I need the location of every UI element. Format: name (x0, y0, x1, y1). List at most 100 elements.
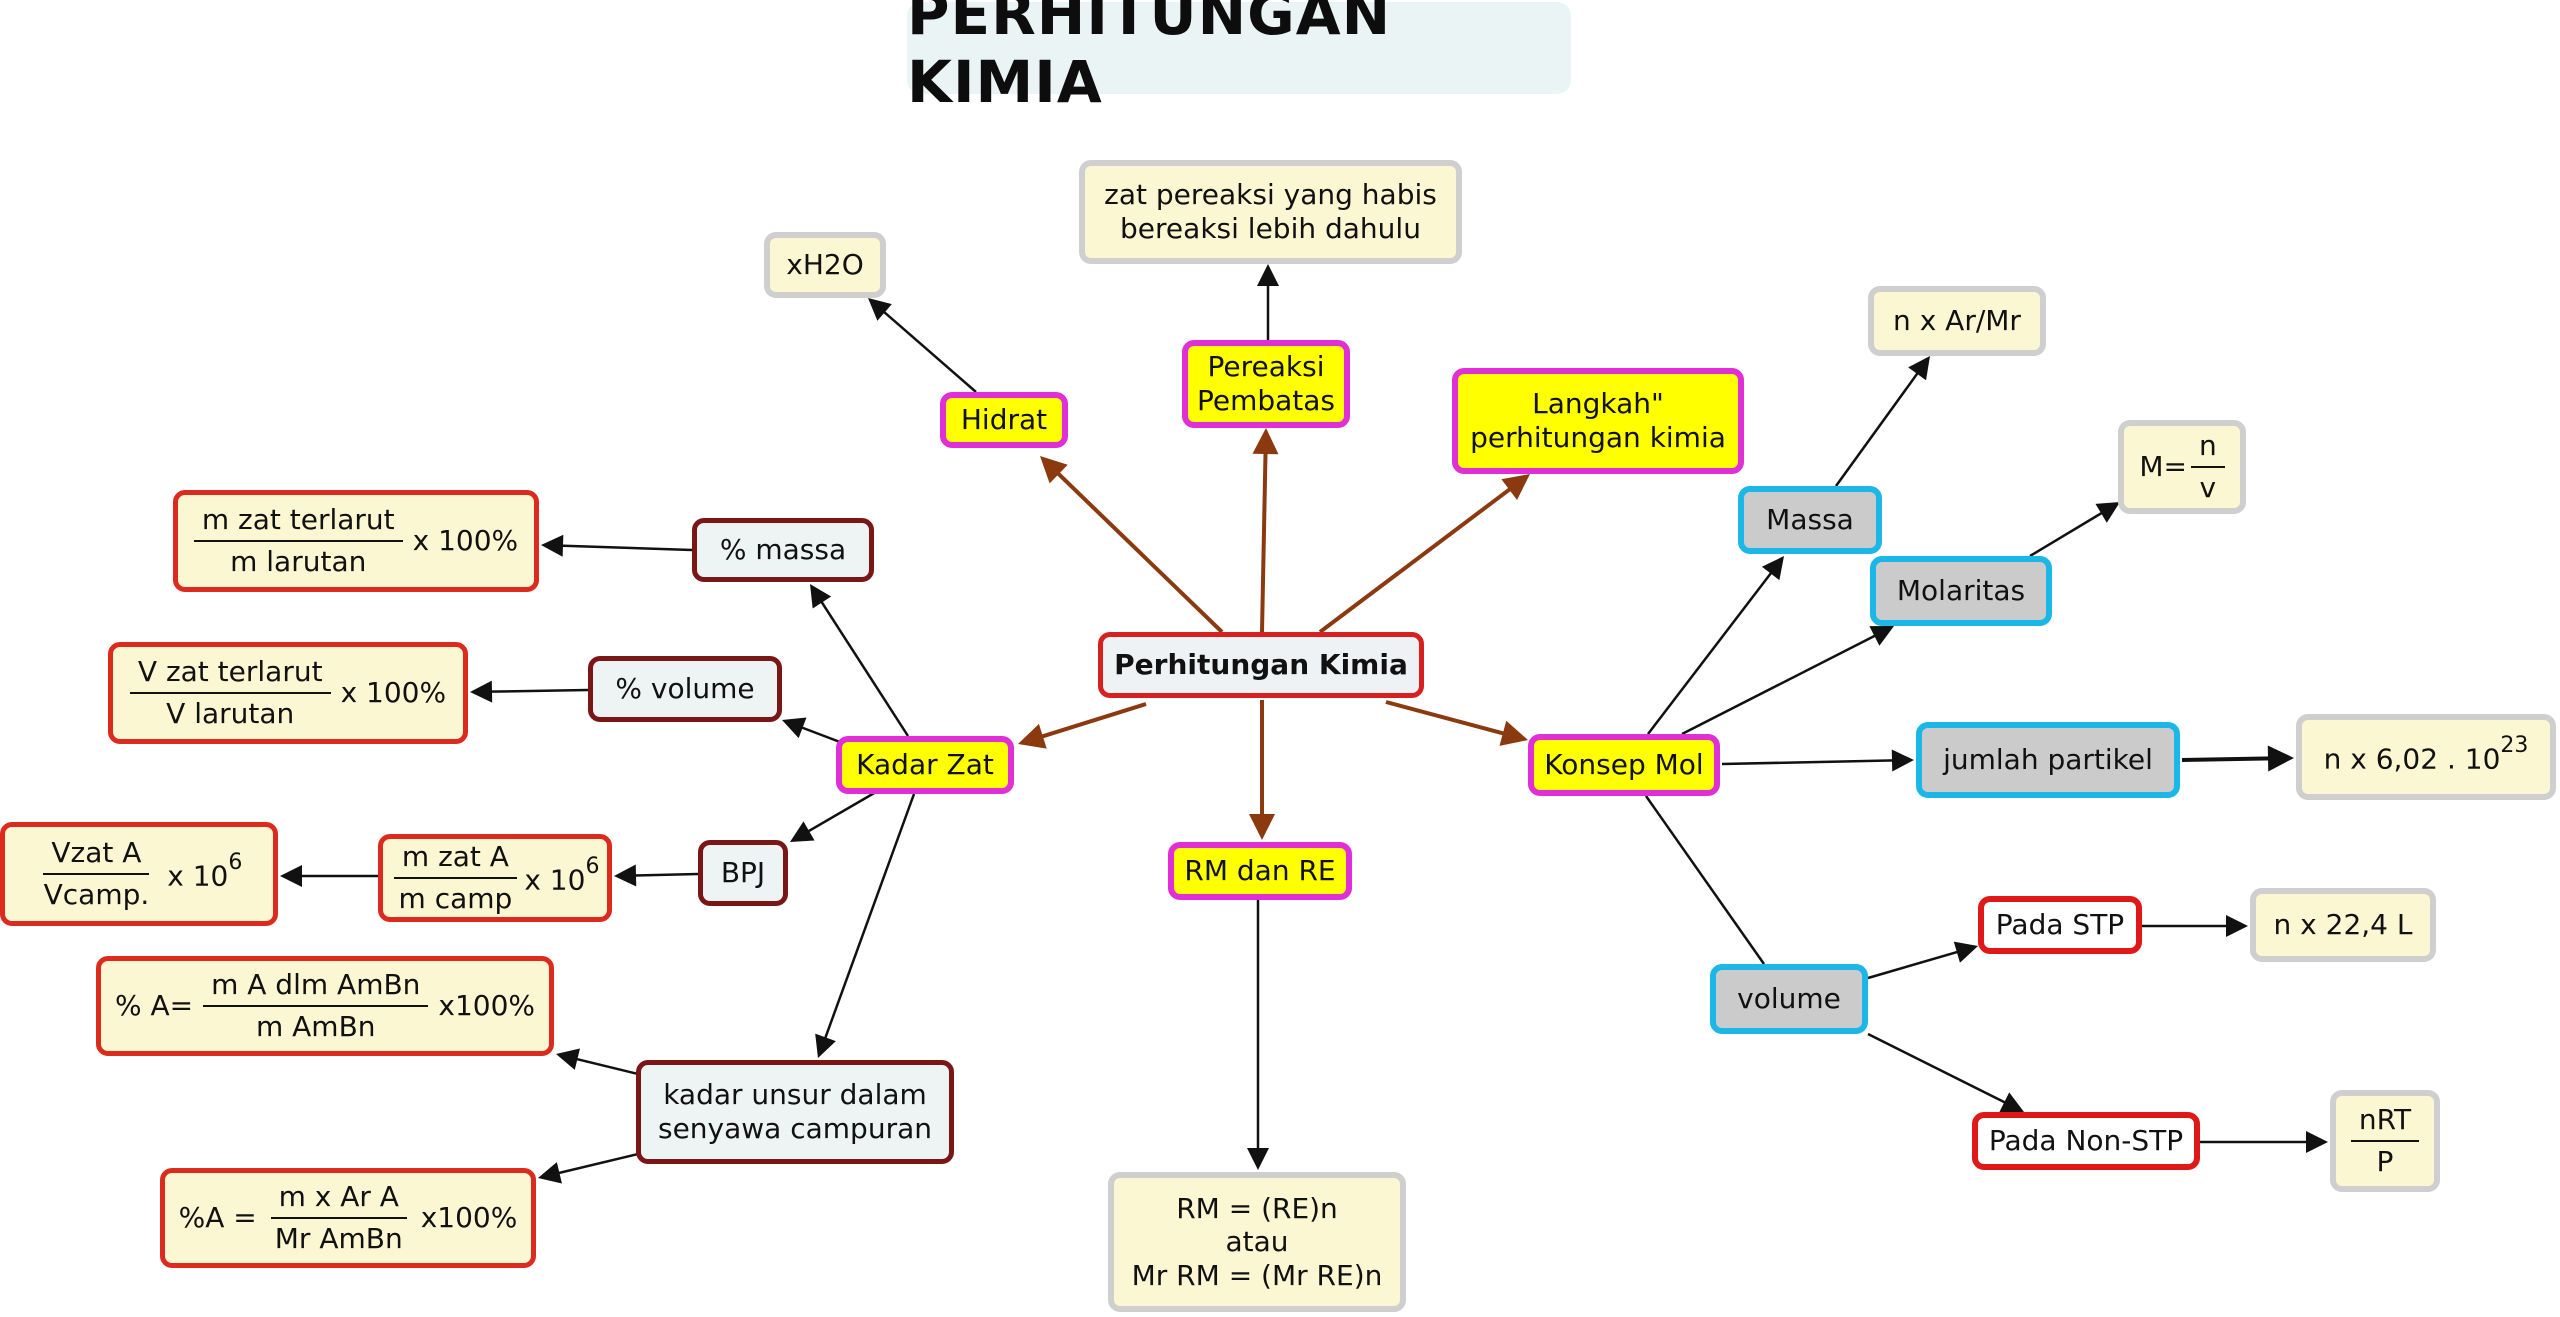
pa2-numerator: m x Ar A (270, 1180, 407, 1219)
edge-konsep-partikel (1721, 749, 1914, 772)
rm-line-1: RM = (RE)n (1176, 1191, 1338, 1225)
node-langkah-perhitungan: Langkah" perhitungan kimia (1452, 368, 1744, 474)
edge-center-hidrat (1040, 456, 1224, 634)
edge-partikel-formula (2181, 745, 2294, 772)
node-persen-volume: % volume (588, 656, 782, 722)
node-pada-stp: Pada STP (1978, 896, 2142, 954)
edge-center-langkah (1318, 474, 1530, 634)
edge-center-konsep (1385, 700, 1528, 746)
edge-massa-nar (1834, 356, 1930, 487)
pa2-denominator: Mr AmBn (274, 1222, 403, 1255)
mol-numerator: n (2190, 429, 2225, 468)
rm-line-2: atau (1225, 1225, 1289, 1259)
pereaksi-line-1: Pereaksi (1207, 350, 1325, 384)
edge-bpj-vzat (280, 865, 378, 887)
edge-pereaksi-zat (1257, 264, 1279, 340)
langkah-line-2: perhitungan kimia (1470, 421, 1726, 454)
node-kadar-zat: Kadar Zat (836, 736, 1014, 794)
node-zat-pereaksi: zat pereaksi yang habis bereaksi lebih d… (1079, 160, 1462, 264)
node-persen-massa: % massa (692, 518, 874, 582)
node-konsep-mol: Konsep Mol (1528, 734, 1720, 796)
formula-jumlah-partikel: n x 6,02 . 1023 (2296, 714, 2556, 800)
node-jumlah-partikel: jumlah partikel (1916, 722, 2180, 798)
mol-head: M= (2139, 450, 2187, 484)
node-pereaksi-pembatas: Pereaksi Pembatas (1182, 340, 1350, 428)
pa1-numerator: m A dlm AmBn (203, 968, 429, 1007)
volume-numerator: V zat terlarut (129, 655, 331, 694)
node-n-ar-mr: n x Ar/Mr (1868, 286, 2046, 356)
edge-nonstp-nrt (2200, 1131, 2328, 1153)
edge-rm-formula (1247, 900, 1269, 1170)
edge-center-kadar (1018, 702, 1147, 749)
partikel-exponent: 23 (2500, 732, 2529, 758)
edge-center-rm (1249, 700, 1275, 840)
node-massa: Massa (1738, 486, 1882, 554)
node-xh2o: xH2O (764, 232, 886, 298)
massa-denominator: m larutan (230, 545, 367, 578)
node-hidrat: Hidrat (940, 392, 1068, 448)
edge-massa-formula (541, 534, 693, 557)
edge-volume-nonstp (1867, 1032, 2024, 1112)
page-title: PERHITUNGAN KIMIA (907, 0, 1571, 116)
node-bpj: BPJ (698, 840, 788, 906)
edge-kadar-volume (782, 717, 841, 744)
rm-line-3: Mr RM = (Mr RE)n (1131, 1258, 1383, 1292)
edge-konsep-massa (1647, 556, 1784, 735)
kadar-unsur-line-1: kadar unsur dalam (663, 1078, 927, 1112)
bpj-numerator: m zat A (393, 840, 517, 879)
pa2-tail: x100% (420, 1201, 518, 1235)
volume-denominator: V larutan (166, 697, 295, 730)
langkah-line-1: Langkah" (1532, 387, 1664, 421)
pa1-tail: x100% (438, 989, 536, 1023)
edge-konsep-molaritas (1681, 626, 1894, 736)
edge-unsur-pa2 (538, 1152, 639, 1184)
massa-numerator: m zat terlarut (193, 503, 403, 542)
volume-multiplier: x 100% (340, 676, 447, 710)
edge-kadar-massa (810, 584, 910, 737)
pa1-denominator: m AmBn (255, 1010, 376, 1043)
pa2-head: %A = (178, 1201, 257, 1235)
edge-bpj-formula (614, 864, 699, 887)
edge-stp-n224 (2142, 915, 2248, 937)
bpj-denominator: m camp (398, 882, 513, 915)
node-rm-dan-re: RM dan RE (1168, 842, 1352, 900)
node-n-22-4: n x 22,4 L (2250, 888, 2436, 962)
nrt-denominator: P (2376, 1145, 2394, 1178)
node-rm-formula: RM = (RE)n atau Mr RM = (Mr RE)n (1108, 1172, 1406, 1312)
zat-line-2: bereaksi lebih dahulu (1120, 212, 1421, 245)
bpj-multiplier: x 10 (524, 862, 586, 896)
massa-multiplier: x 100% (412, 524, 519, 558)
edge-unsur-pa1 (556, 1048, 639, 1076)
mol-denominator: v (2199, 471, 2217, 504)
partikel-text: n x 6,02 . 10 (2323, 741, 2501, 775)
kadar-unsur-line-2: senyawa campuran (657, 1112, 932, 1145)
node-kadar-unsur: kadar unsur dalam senyawa campuran (636, 1060, 954, 1164)
vzat-numerator: Vzat A (43, 836, 150, 875)
node-volume: volume (1710, 964, 1868, 1034)
vzat-denominator: Vcamp. (43, 878, 150, 911)
pa1-head: % A= (114, 989, 194, 1023)
vzat-exponent: 6 (228, 849, 243, 875)
edge-volume-formula (470, 680, 589, 703)
pereaksi-line-2: Pembatas (1196, 384, 1336, 417)
edge-volume-stp (1867, 941, 1978, 980)
edge-konsep-volume (1644, 795, 1766, 965)
edge-hidrat-xh2o (868, 298, 977, 393)
node-perhitungan-kimia: Perhitungan Kimia (1098, 632, 1424, 698)
edge-kadar-unsur (815, 793, 916, 1058)
edge-molaritas-formula (2029, 502, 2120, 558)
bpj-exponent: 6 (585, 853, 600, 879)
vzat-multiplier: x 10 (167, 858, 229, 892)
zat-line-1: zat pereaksi yang habis (1104, 178, 1437, 212)
node-pada-non-stp: Pada Non-STP (1972, 1112, 2200, 1170)
nrt-numerator: nRT (2350, 1103, 2420, 1142)
